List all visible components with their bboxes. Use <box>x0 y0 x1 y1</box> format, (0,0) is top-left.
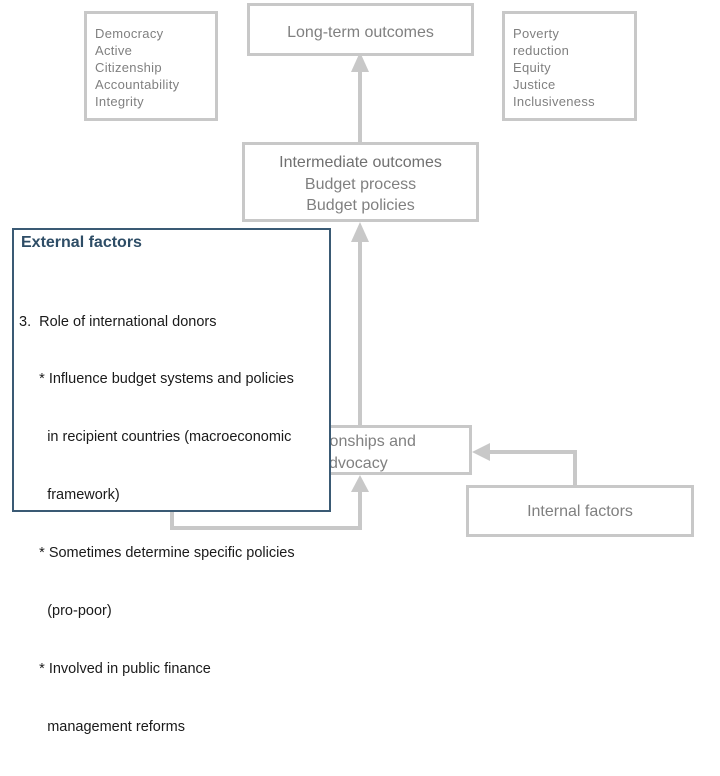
intermediate-outcomes-title: Intermediate outcomes <box>279 154 442 171</box>
value-item: Justice <box>513 77 556 92</box>
external-factors-panel: External factors 3. Role of internationa… <box>12 228 331 735</box>
external-factors-line: * Involved in public finance <box>19 660 211 677</box>
arrow-head-intermediate <box>351 222 369 242</box>
value-item: Citizenship <box>95 60 162 75</box>
intermediate-outcomes-item: Budget policies <box>306 197 415 214</box>
value-item: Accountability <box>95 77 180 92</box>
intermediate-outcomes-item: Budget process <box>304 175 417 193</box>
value-item: Equity <box>513 60 551 75</box>
value-item: reduction <box>513 43 570 58</box>
arrow-bottom-loop <box>170 490 362 530</box>
long-term-outcomes-box: Long-term outcomes <box>247 3 474 56</box>
external-factors-line: (pro-poor) <box>19 603 112 620</box>
value-item: Poverty <box>513 26 560 41</box>
external-factors-line: framework) <box>19 487 120 504</box>
internal-factors-box: Internal factors <box>466 485 694 537</box>
external-factors-line: * Influence budget systems and policies <box>19 371 294 388</box>
value-item: Active <box>95 43 133 58</box>
external-factors-line: management reforms <box>19 718 186 735</box>
value-item: Democracy <box>95 26 164 41</box>
advocacy-label: dvocacy <box>329 455 388 472</box>
value-item: Inclusiveness <box>513 94 595 109</box>
values-box-left: Democracy Active Citizenship Accountabil… <box>84 11 218 121</box>
relationships-label: ionships and <box>326 433 416 450</box>
external-factors-title: External factors <box>21 234 142 251</box>
arrow-head-bottom-loop <box>351 475 369 492</box>
arrow-head-long-term <box>351 52 369 72</box>
value-item: Integrity <box>95 94 144 109</box>
long-term-outcomes-label: Long-term outcomes <box>287 24 434 41</box>
external-factors-body: 3. Role of international donors * Influe… <box>19 274 295 776</box>
external-factors-line: * Sometimes determine specific policies <box>19 545 295 562</box>
external-factors-line: 3. Role of international donors <box>19 313 217 330</box>
internal-factors-label: Internal factors <box>527 503 633 520</box>
external-factors-line: in recipient countries (macroeconomic <box>19 429 292 446</box>
values-box-right: Poverty reduction Equity Justice Inclusi… <box>502 11 637 121</box>
arrow-internal-to-relationships <box>488 450 577 485</box>
arrow-head-relationships <box>472 443 490 461</box>
intermediate-outcomes-box: Intermediate outcomes Budget process Bud… <box>242 142 479 222</box>
connector-arrows <box>170 52 577 530</box>
